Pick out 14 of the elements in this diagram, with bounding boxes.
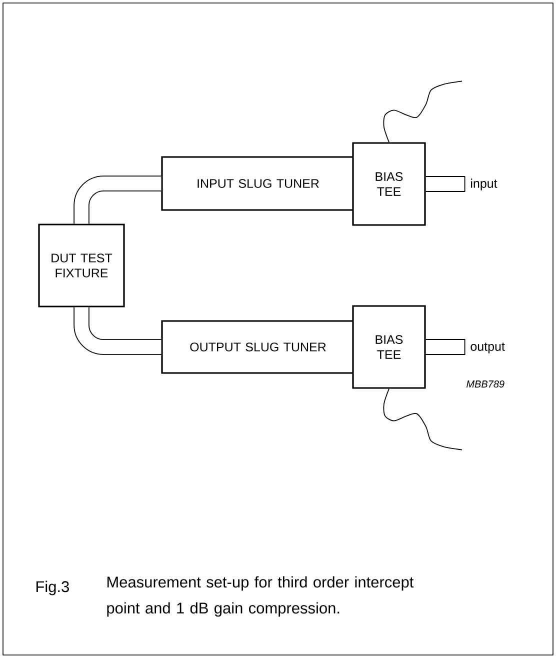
fixture-box: DUT TEST FIXTURE — [38, 224, 125, 308]
tuner-box: OUTPUT SLUG TUNER — [161, 320, 355, 374]
port-label: output — [470, 342, 505, 354]
bias-lead — [383, 80, 462, 143]
coax-cable — [74, 307, 162, 355]
bias-lead — [383, 388, 462, 450]
coax-cable — [74, 176, 162, 224]
bias-tee-box: BIAS TEE — [352, 142, 426, 226]
tuner-box: INPUT SLUG TUNER — [161, 156, 355, 211]
port-label: input — [471, 178, 498, 190]
code-label: MBB789 — [466, 380, 504, 388]
bias-tee-box: BIAS TEE — [352, 305, 426, 389]
caption: Measurement set-up for third order intercept point and 1 dB gain compression. — [107, 576, 414, 617]
figure-number: Fig.3 — [36, 580, 69, 596]
